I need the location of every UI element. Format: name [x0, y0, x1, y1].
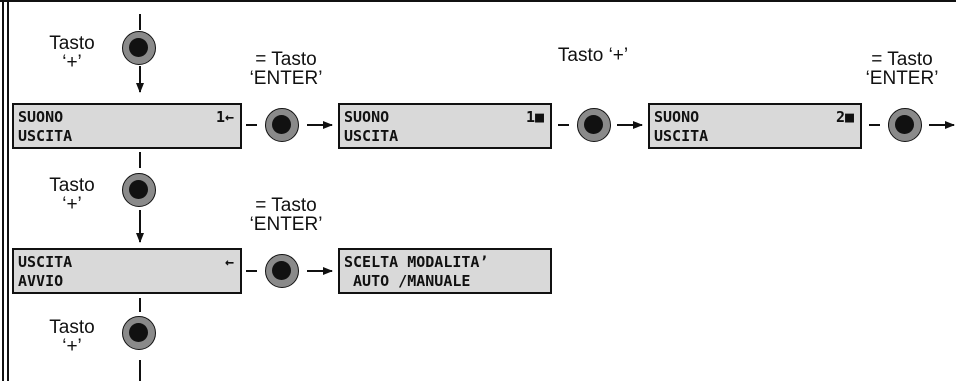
- enter-key-icon-2: [577, 108, 611, 142]
- lcd-line-2: USCITA: [344, 127, 399, 145]
- plus-key-icon-1: [122, 31, 156, 65]
- lcd-indicator: 1■: [525, 108, 544, 126]
- tasto-plus-label-3: Tasto ‘+’: [49, 317, 95, 357]
- tasto-plus-label-1: Tasto ‘+’: [49, 33, 95, 73]
- enter-key-icon-1: [265, 108, 299, 142]
- lcd-line-1: SUONO: [654, 108, 700, 126]
- enter-label-1: = Tasto ‘ENTER’: [249, 49, 323, 89]
- lcd-line-2: USCITA: [654, 127, 709, 145]
- lcd-indicator: ←: [224, 253, 234, 271]
- plus-key-icon-2: [122, 173, 156, 207]
- lcd-line-2: AUTO /MANUALE: [344, 272, 471, 290]
- lcd-scelta-modalita: SCELTA MODALITA’ AUTO /MANUALE: [338, 248, 552, 294]
- plus-key-icon-3: [122, 316, 156, 350]
- lcd-suono-2: SUONO 1■ USCITA: [338, 103, 552, 149]
- lcd-line-2: AVVIO: [18, 272, 64, 290]
- lcd-indicator: 1←: [215, 108, 234, 126]
- enter-key-icon-3: [888, 108, 922, 142]
- lcd-line-1: SUONO: [344, 108, 390, 126]
- lcd-indicator: 2■: [835, 108, 854, 126]
- enter-key-icon-4: [265, 254, 299, 288]
- tasto-plus-label-2: Tasto ‘+’: [49, 175, 95, 215]
- lcd-line-2: USCITA: [18, 127, 73, 145]
- enter-label-top-right: = Tasto ‘ENTER’: [865, 49, 939, 89]
- lcd-uscita: USCITA ← AVVIO: [12, 248, 242, 294]
- enter-label-2: = Tasto ‘ENTER’: [249, 195, 323, 235]
- lcd-suono-3: SUONO 2■ USCITA: [648, 103, 862, 149]
- tasto-plus-label-top: Tasto ‘+’: [557, 45, 629, 66]
- lcd-line-1: SUONO: [18, 108, 64, 126]
- lcd-line-1: USCITA: [18, 253, 73, 271]
- lcd-suono-1: SUONO 1← USCITA: [12, 103, 242, 149]
- lcd-line-1: SCELTA MODALITA’: [344, 253, 489, 271]
